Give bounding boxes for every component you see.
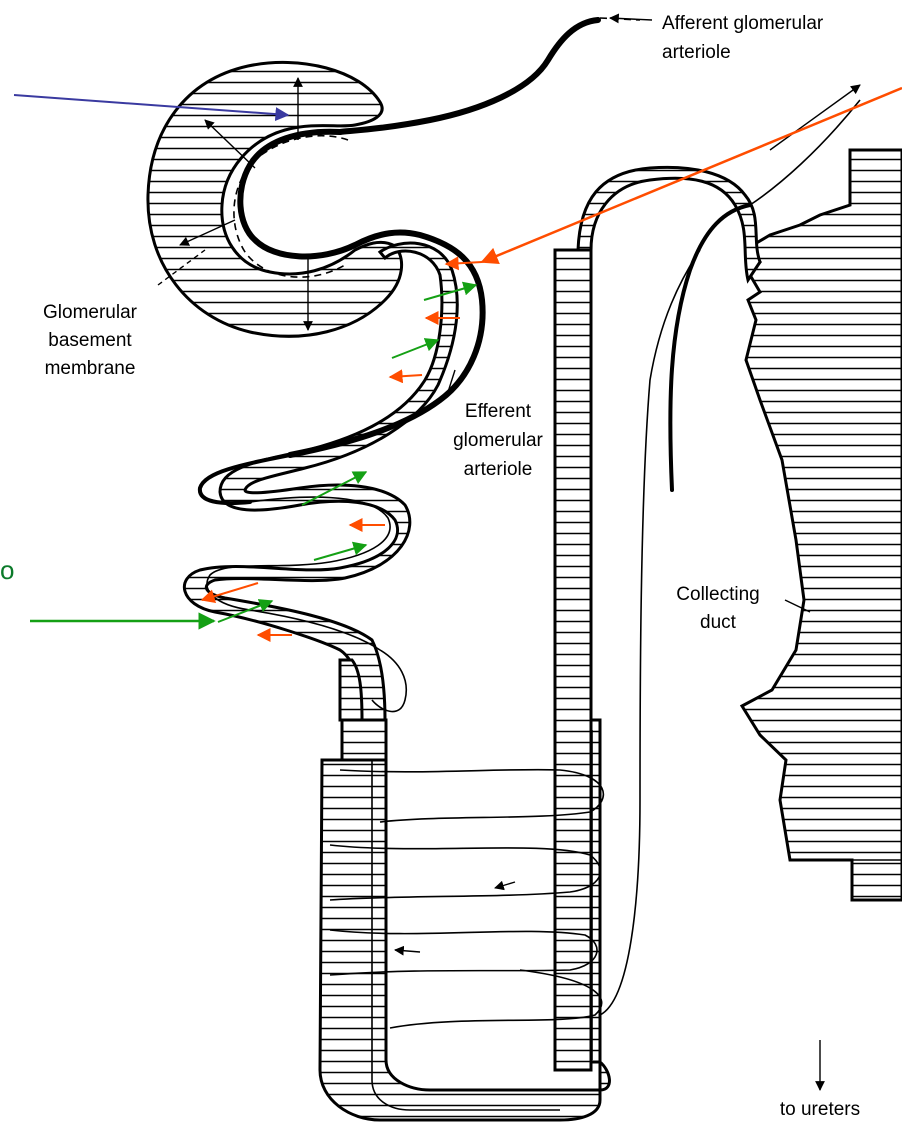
collecting-duct-label-2: duct xyxy=(700,612,737,633)
collecting-duct-label-1: Collecting xyxy=(676,584,759,605)
afferent-arteriole-label: Afferent glomerular xyxy=(662,13,824,34)
bowmans-capsule xyxy=(148,62,402,336)
collecting-duct xyxy=(742,150,902,900)
efferent-arteriole-label-1: Efferent xyxy=(465,401,532,422)
gbm-label-1: Glomerular xyxy=(43,302,138,323)
efferent-arteriole xyxy=(200,85,860,1028)
gbm-label-3: membrane xyxy=(45,358,136,379)
efferent-arteriole-label-2: glomerular xyxy=(453,430,543,451)
efferent-arteriole-label-3: arteriole xyxy=(464,459,533,480)
gbm-label-2: basement xyxy=(48,330,132,351)
cutoff-text-fragment: o xyxy=(0,555,14,585)
afferent-arteriole-label-2: arteriole xyxy=(662,42,731,63)
ureters-label: to ureters xyxy=(780,1099,860,1120)
afferent-arteriole xyxy=(340,18,640,132)
